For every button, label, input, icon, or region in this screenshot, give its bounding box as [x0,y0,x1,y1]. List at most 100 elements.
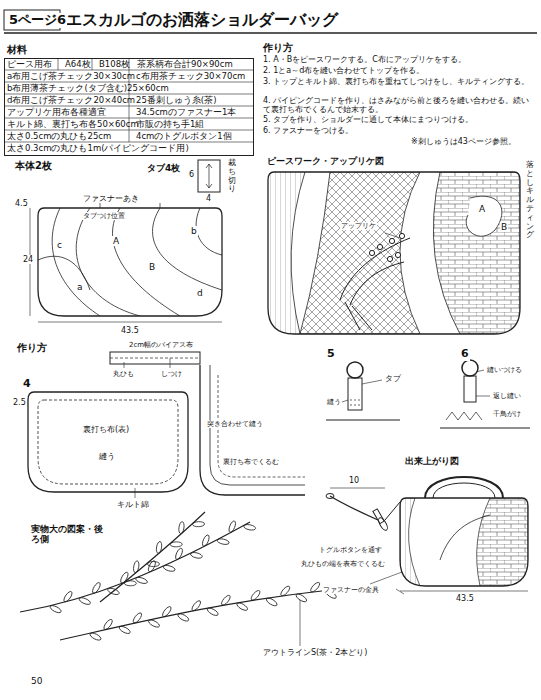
instruction-text: 丸ひもの端を表布でくるむ [300,560,394,568]
callout-label: c [56,240,63,250]
table-cell: 34.5cmのファスナー1本 [136,108,236,118]
handle [425,477,503,498]
embroidery-stem [60,590,330,640]
callout-label: 千鳥がけ [492,410,522,418]
callout-label: タブつけ位置 [82,212,126,220]
embroidery-stem [100,512,205,602]
arrow-head [206,164,212,188]
ring-hardware [347,362,363,378]
embroidery-leaf [163,564,176,572]
toggle-button [373,509,384,524]
instruction-text: 1. A・Bをピースワークする。C布にアップリケをする。 [262,55,536,64]
heading-label: ピースワーク・アップリケ図 [266,156,385,166]
table-cell: アップリケ用布各種適宜 [7,108,106,118]
table-cell: B108枚 [99,60,130,70]
materials-table: 材料ピース用布A64枚B108枚茶系柄布合計90×90cma布用こげ茶チェック3… [4,58,254,156]
embroidery-leaf [161,605,172,618]
herringbone-stitch [446,412,482,420]
embroidery-leaf [217,538,230,545]
callout-label: B [500,222,508,232]
table-cell: 太さ0.5cmの丸ひも25cm [7,132,111,142]
stripe-panel [400,498,420,586]
callout-label: 丸ひも [112,370,135,378]
callout-label: キルト綿 [116,500,150,509]
applique-berry [387,256,392,261]
embroidery-leaf [191,599,202,611]
heading-label: 4 [22,378,32,391]
dimension-line [330,488,385,489]
callout-label: d [196,288,204,298]
heading-label: 6 [460,348,470,361]
basting [110,358,200,359]
callout-label: 2cm幅のバイアス布 [128,341,194,349]
body-edge [440,427,530,428]
callout-label: 4 [205,194,212,203]
embroidery-leaf [133,560,140,573]
embroidery-leaf [279,585,291,597]
callout-label: b [190,226,198,236]
embroidery-leaf [228,520,237,533]
body-edge [326,419,400,420]
embroidery-leaf [124,581,136,586]
embroidery-leaf [190,551,203,559]
table-heading: 材料 [7,44,27,56]
applique-stem [440,515,490,560]
callout-label: 裏打ち布(表) [82,425,130,434]
callout-label: ファスナーの金具 [322,586,380,594]
instruction-text: 3. トップとキルト綿、裏打ち布を重ねてしつけをし、キルティングする。 [262,77,536,86]
applique-berry [369,250,374,255]
table-cell: b布用薄茶チェック(タブ含む)25×60cm [7,84,169,94]
embroidery-leaf [89,632,102,642]
table-cell: ピース用布 [7,60,52,70]
instruction-text: 2. 1とa～d布を縫い合わせてトップを作る。 [262,66,536,75]
callout-label: 裏打ち布でくるむ [222,458,280,466]
leader-line [385,233,400,238]
heading-label: 出来上がり図 [404,456,460,466]
embroidery-leaf [250,589,262,601]
embroidery-leaf [206,607,219,617]
embroidery-stem [20,522,250,612]
table-cell: c布用茶チェック30×70cm [136,72,245,82]
applique-berry [395,252,400,257]
callout-label: 落としキルティング [526,160,534,241]
heading-label: 5ページ6 [8,13,67,28]
piecing-seam [196,208,222,255]
callout-label: 43.5 [120,326,140,335]
piecing-seam [52,208,100,316]
embroidery-leaf [118,625,131,635]
callout-label: 10 [348,476,360,485]
instruction-text: 5. タブを作り、ショルダーに通して本体にまつりつける。 [262,115,536,124]
piecing-seam [113,208,181,316]
callout-label: 4.5 [14,199,29,208]
callout-label: タブ [384,374,402,383]
ring-hardware [462,360,478,376]
header-rule [4,32,537,34]
embroidery-leaf [177,612,190,622]
callout-label: アップリケ [340,222,377,230]
embroidery-leaf [265,597,278,608]
embroidery-leaf [49,604,62,614]
embroidery-leaf [243,524,256,531]
cord-end [326,494,334,499]
brick-panel [477,498,528,586]
tab [464,376,476,402]
table-cell: a布用こげ茶チェック30×30cm [7,72,135,82]
table-cell: d布用こげ茶チェック20×40cm [7,96,135,106]
callout-label: 24 [22,255,34,264]
embroidery-leaf [192,521,204,527]
leader-line [370,572,402,584]
embroidery-leaf [102,618,113,631]
heading-label: 作り方 [16,342,48,354]
body-pattern-outline [38,208,222,316]
embroidery-leaf [220,594,232,606]
callout-label: 縫いつける [486,366,523,374]
table-cell: 市販の持ち手1組 [136,120,204,130]
callout-label: 縫う [326,398,342,406]
instruction-text: 4. パイピングコードを作り、はさみながら前と後ろを縫い合わせる。続いて裏打ち布… [262,96,536,114]
dimension-line [400,591,528,592]
quilted-panel [300,172,420,334]
table-cell: 4cmのトグルボタン1個 [136,132,232,142]
corner-outline [200,365,305,495]
table-cell: キルト綿、裏打ち布各50×60cm [7,120,139,130]
